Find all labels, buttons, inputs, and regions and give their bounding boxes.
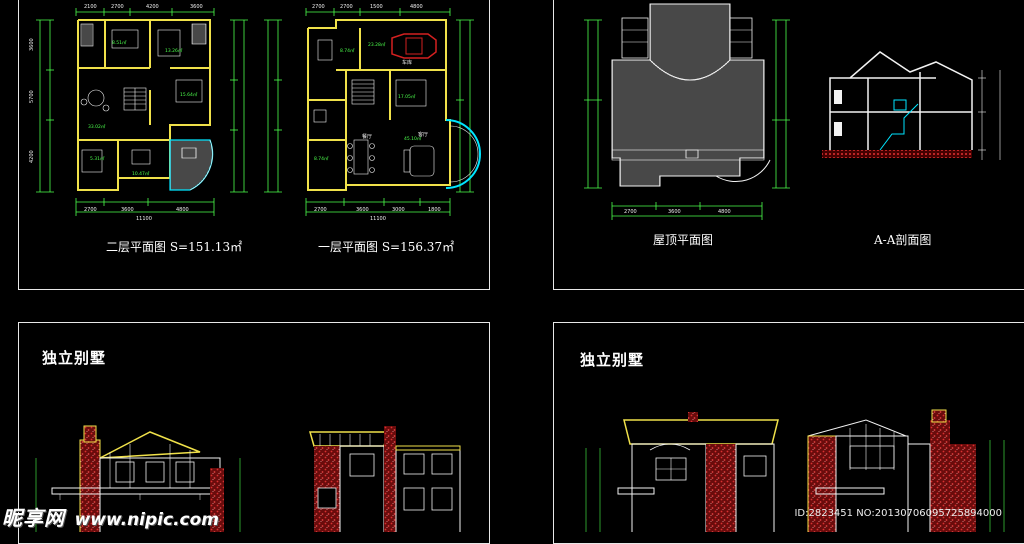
svg-text:4200: 4200 [146, 4, 159, 10]
svg-text:2700: 2700 [84, 207, 97, 213]
svg-text:13.26㎡: 13.26㎡ [165, 47, 183, 54]
sheet-frame-top-right [553, 0, 1024, 290]
svg-text:1500: 1500 [370, 4, 383, 10]
svg-text:车库: 车库 [402, 59, 412, 66]
svg-text:2700: 2700 [312, 4, 325, 10]
svg-text:33.02㎡: 33.02㎡ [88, 123, 106, 130]
svg-text:4200: 4200 [29, 150, 35, 163]
svg-text:11100: 11100 [136, 216, 152, 222]
svg-text:2700: 2700 [624, 209, 637, 215]
svg-text:23.28㎡: 23.28㎡ [368, 41, 386, 48]
svg-text:3600: 3600 [356, 207, 369, 213]
rear-elevation [585, 412, 779, 532]
svg-text:45.10㎡: 45.10㎡ [404, 135, 422, 142]
watermark-logo: 昵享网 [2, 506, 65, 530]
watermark-brand: 昵享网 www.nipic.com [2, 502, 219, 531]
svg-text:客厅: 客厅 [418, 131, 428, 138]
svg-text:11100: 11100 [370, 216, 386, 222]
left-elevation [807, 409, 1005, 532]
sheet-frame-top-left [18, 0, 490, 290]
roof-plan: 2700 3600 4800 [584, 3, 790, 220]
svg-text:3000: 3000 [392, 207, 405, 213]
svg-text:8.74㎡: 8.74㎡ [340, 47, 355, 54]
svg-text:8.51㎡: 8.51㎡ [112, 39, 127, 46]
svg-text:4800: 4800 [410, 4, 423, 10]
svg-text:3600: 3600 [668, 209, 681, 215]
roof-plan-title: 屋顶平面图 [653, 233, 714, 247]
svg-text:餐厅: 餐厅 [362, 133, 372, 140]
second-floor-plan: 2100 2700 4200 3600 2700 3600 4800 11100 360… [29, 4, 248, 222]
section-aa-title: A-A剖面图 [874, 233, 932, 247]
svg-text:3600: 3600 [190, 4, 203, 10]
svg-text:17.05㎡: 17.05㎡ [398, 93, 416, 100]
first-floor-plan: 2700 2700 1500 4800 2700 3600 3000 1800 1110… [264, 4, 481, 222]
villa-heading-right: 独立别墅 [580, 351, 645, 369]
svg-text:1800: 1800 [428, 207, 441, 213]
section-aa [822, 51, 1001, 160]
second-floor-plan-title: 二层平面图 S=151.13㎡ [106, 240, 243, 254]
front-elevation [35, 425, 241, 532]
svg-text:5.31㎡: 5.31㎡ [90, 155, 105, 162]
svg-text:10.47㎡: 10.47㎡ [132, 170, 150, 177]
villa-heading-left: 独立别墅 [42, 349, 107, 367]
svg-text:4800: 4800 [718, 209, 731, 215]
svg-text:4800: 4800 [176, 207, 189, 213]
svg-text:2100: 2100 [84, 4, 97, 10]
svg-text:2700: 2700 [111, 4, 124, 10]
svg-text:15.64㎡: 15.64㎡ [180, 91, 198, 98]
watermark-url[interactable]: www.nipic.com [74, 510, 219, 530]
side-elevation [309, 426, 461, 532]
svg-text:2700: 2700 [340, 4, 353, 10]
svg-text:8.74㎡: 8.74㎡ [314, 155, 329, 162]
svg-text:3600: 3600 [121, 207, 134, 213]
first-floor-plan-title: 一层平面图 S=156.37㎡ [318, 240, 455, 254]
cad-drawing: 2100 2700 4200 3600 2700 3600 4800 11100 360… [29, 3, 1005, 532]
car-icon [391, 33, 437, 59]
svg-text:3600: 3600 [29, 38, 35, 51]
svg-text:2700: 2700 [314, 207, 327, 213]
watermark-id: ID:2823451 NO:20130706095725894000 [794, 508, 1002, 519]
svg-text:5700: 5700 [29, 90, 35, 103]
